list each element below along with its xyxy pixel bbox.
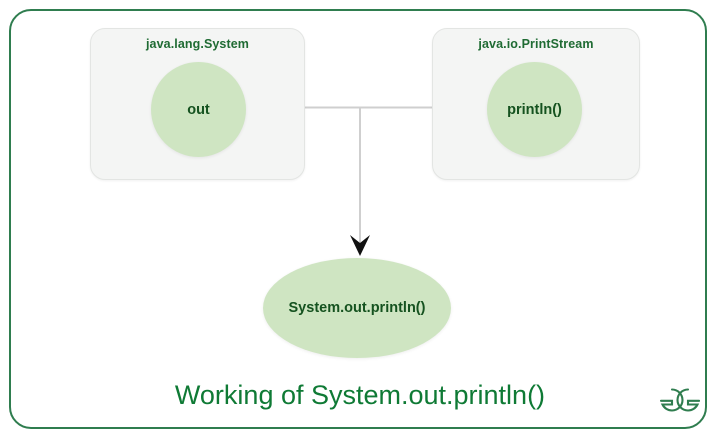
- member-label-out: out: [187, 101, 210, 118]
- result-ellipse-label: System.out.println(): [288, 300, 426, 316]
- class-box-java-io-printstream[interactable]: java.io.PrintStream println(): [432, 28, 640, 180]
- class-box-label-system: java.lang.System: [145, 37, 250, 51]
- member-circle-out[interactable]: out: [151, 62, 246, 157]
- result-ellipse-system-out-println[interactable]: System.out.println(): [263, 258, 451, 358]
- member-circle-println[interactable]: println(): [487, 62, 582, 157]
- class-box-label-printstream: java.io.PrintStream: [478, 37, 594, 51]
- member-label-println: println(): [507, 101, 562, 118]
- class-box-java-lang-system[interactable]: java.lang.System out: [90, 28, 305, 180]
- geeksforgeeks-logo-icon: [659, 388, 700, 412]
- diagram-caption: Working of System.out.println(): [174, 380, 546, 410]
